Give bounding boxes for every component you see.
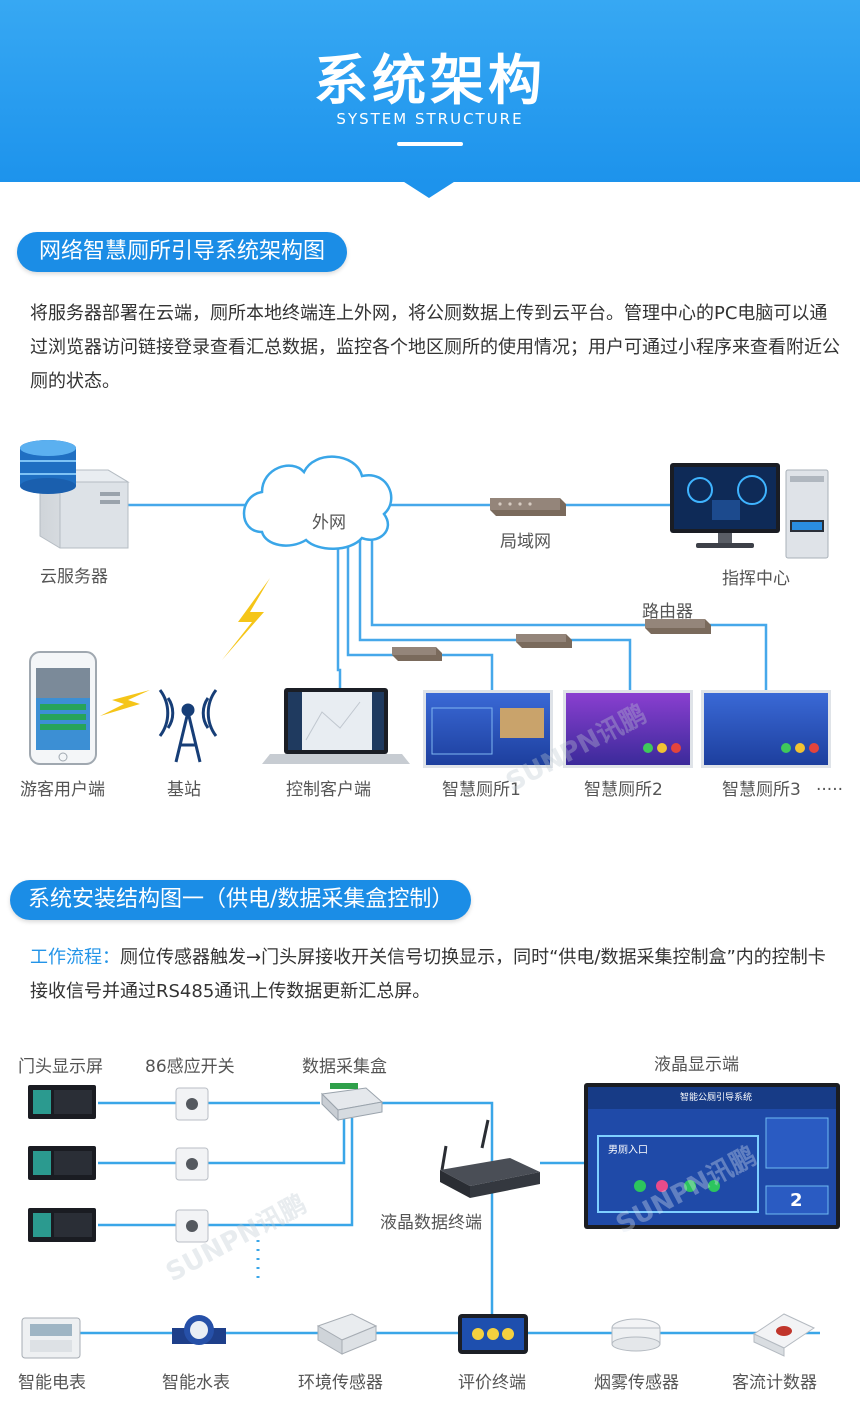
- section1-description: 将服务器部署在云端，厕所本地终端连上外网，将公厕数据上传到云平台。管理中心的PC…: [30, 303, 840, 392]
- lightning-icon: [222, 578, 270, 660]
- label-lan: 局域网: [500, 532, 551, 552]
- laptop-icon: [262, 688, 410, 764]
- switch-icon-3: [392, 647, 442, 661]
- section2-heading: 系统安装结构图一（供电/数据采集盒控制）: [10, 880, 472, 920]
- sensor-switch-icon: [175, 1087, 209, 1121]
- people-counter-icon: [752, 1313, 816, 1357]
- header-banner: [0, 0, 860, 182]
- label-data-box: 数据采集盒: [302, 1057, 387, 1077]
- toilet-screen-1-icon: [423, 690, 553, 768]
- sensor-switch-icon: [175, 1147, 209, 1181]
- lan-switch-icon: [490, 498, 566, 516]
- door-screen-icon: [28, 1085, 96, 1119]
- smart-meter-icon: [21, 1317, 81, 1359]
- page-subtitle: SYSTEM STRUCTURE: [336, 110, 524, 128]
- flow-text: 厕位传感器触发→门头屏接收开关信号切换显示，同时“供电/数据采集控制盒”内的控制…: [30, 947, 826, 1002]
- label-people-counter: 客流计数器: [732, 1373, 817, 1393]
- label-base-station: 基站: [167, 780, 201, 800]
- evaluation-terminal-icon: [458, 1314, 528, 1354]
- lcd-display-icon: [584, 1083, 840, 1229]
- label-router: 路由器: [642, 602, 693, 622]
- antenna-tower-icon: [158, 689, 218, 763]
- screen-title: 智能公厕引导系统: [680, 1093, 753, 1103]
- label-more: .....: [816, 775, 844, 795]
- screen-entry: 男厕入口: [608, 1145, 648, 1156]
- label-visitor: 游客用户端: [20, 780, 105, 800]
- phone-icon: [29, 651, 97, 765]
- section2-description: 工作流程：厕位传感器触发→门头屏接收开关信号切换显示，同时“供电/数据采集控制盒…: [30, 941, 842, 1009]
- environment-sensor-icon: [316, 1313, 378, 1355]
- section1-heading: 网络智慧厕所引导系统架构图: [17, 232, 348, 272]
- label-toilet-2: 智慧厕所2: [584, 780, 663, 800]
- data-box-icon: [320, 1083, 384, 1122]
- flow-label: 工作流程：: [30, 947, 120, 968]
- door-screen-icon: [28, 1208, 96, 1242]
- label-water-meter: 智能水表: [162, 1373, 230, 1393]
- label-control-client: 控制客户端: [286, 780, 371, 800]
- label-door-screen: 门头显示屏: [18, 1057, 103, 1077]
- label-eval-terminal: 评价终端: [458, 1373, 526, 1393]
- router-icon: [645, 619, 711, 634]
- lcd-terminal-icon: [440, 1119, 540, 1198]
- switch-icon-2: [516, 634, 572, 648]
- title-divider: [397, 142, 463, 146]
- cloud-icon: [242, 455, 393, 550]
- screen-count: 2: [790, 1190, 803, 1211]
- label-cloud-server: 云服务器: [40, 567, 108, 587]
- label-toilet-3: 智慧厕所3: [722, 780, 801, 800]
- label-command-center: 指挥中心: [722, 569, 790, 589]
- sensor-switch-icon: [175, 1209, 209, 1243]
- label-env-sensor: 环境传感器: [298, 1373, 383, 1393]
- label-toilet-1: 智慧厕所1: [442, 780, 521, 800]
- label-lcd-display: 液晶显示端: [654, 1055, 739, 1075]
- toilet-screen-2-icon: [563, 690, 693, 768]
- toilet-screen-3-icon: [701, 690, 831, 768]
- page-title: 系统架构: [314, 49, 546, 112]
- lightning-icon: [100, 690, 150, 716]
- water-meter-icon: [172, 1315, 226, 1345]
- door-screen-icon: [28, 1146, 96, 1180]
- server-icon: [20, 440, 130, 549]
- header-notch: [401, 180, 457, 198]
- label-internet: 外网: [312, 513, 346, 533]
- label-smart-meter: 智能电表: [18, 1373, 86, 1393]
- label-smoke-sensor: 烟雾传感器: [594, 1373, 679, 1393]
- label-sensor-switch: 86感应开关: [145, 1057, 235, 1077]
- smoke-sensor-icon: [611, 1318, 661, 1352]
- command-center-icon: [670, 463, 829, 559]
- label-lcd-terminal: 液晶数据终端: [380, 1213, 482, 1233]
